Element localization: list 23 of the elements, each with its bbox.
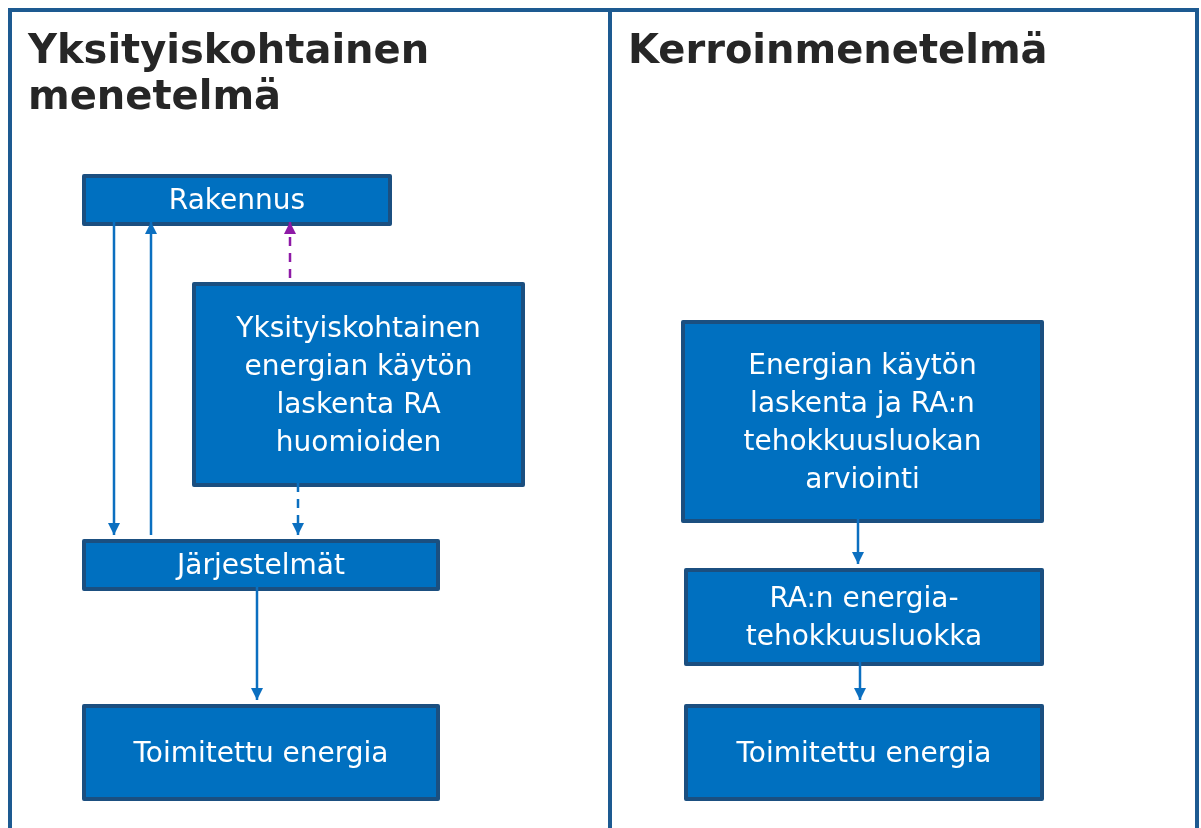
arrow <box>108 222 120 535</box>
process-box <box>192 282 525 487</box>
arrow <box>854 662 866 700</box>
box-label: Rakennus <box>168 182 306 218</box>
box-label: RA:n energia-tehokkuusluokka <box>744 580 984 654</box>
arrow <box>284 222 296 278</box>
box-label: Järjestelmät <box>177 547 345 583</box>
arrow <box>292 483 304 535</box>
box-label: Energian käytön laskenta ja RA:n tehokkuusluokan arviointi <box>742 346 983 497</box>
arrow <box>852 519 864 564</box>
arrow <box>251 587 263 700</box>
box-label: Yksityiskohtainen energian käytön laskenta RA huomioiden <box>235 309 482 460</box>
process-box <box>684 704 1044 801</box>
process-box <box>681 320 1044 523</box>
box-label: Toimitettu energia <box>133 734 389 771</box>
process-box <box>82 539 440 591</box>
panel-heading: Kerroinmenetelmä <box>628 26 1049 72</box>
process-box <box>82 704 440 801</box>
process-box <box>684 568 1044 666</box>
panel-heading: Yksityiskohtainen menetelmä <box>28 26 431 118</box>
box-label: Toimitettu energia <box>736 734 992 771</box>
process-box <box>82 174 392 226</box>
arrow <box>145 222 157 535</box>
